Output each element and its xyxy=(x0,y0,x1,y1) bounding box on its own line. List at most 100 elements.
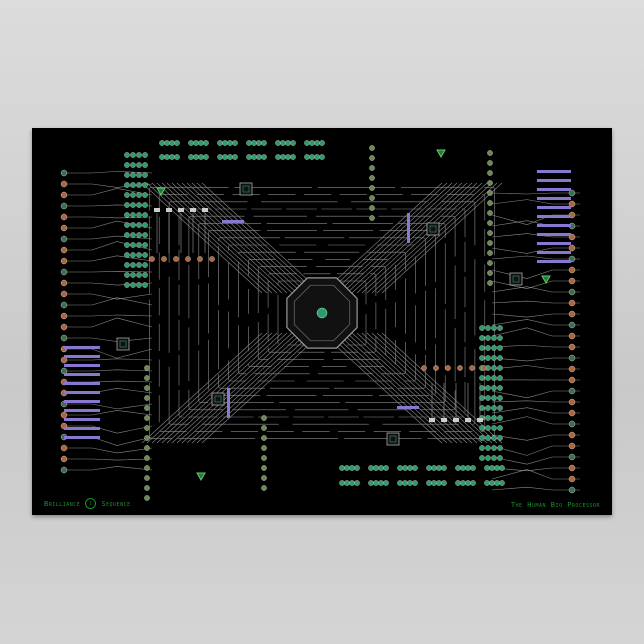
pad xyxy=(568,277,576,285)
capacitor xyxy=(487,220,493,226)
bus-bar xyxy=(537,206,571,209)
resistor xyxy=(494,480,500,486)
pad xyxy=(568,244,576,252)
trace-line xyxy=(176,332,298,444)
resistor xyxy=(314,154,320,160)
trace-loop xyxy=(218,237,426,389)
resistor xyxy=(280,154,286,160)
resistor xyxy=(479,405,485,411)
trace-loop xyxy=(228,244,416,382)
resistor xyxy=(136,242,142,248)
edge-trace xyxy=(64,380,153,383)
circuit-board-artwork xyxy=(60,140,580,501)
edge-trace xyxy=(491,300,580,304)
pad xyxy=(60,301,68,309)
edge-trace xyxy=(491,400,580,403)
resistor xyxy=(407,480,413,486)
resistor xyxy=(479,435,485,441)
ic-chip xyxy=(509,272,523,286)
resistor xyxy=(290,154,296,160)
resistor xyxy=(491,335,497,341)
resistor xyxy=(136,232,142,238)
edge-trace xyxy=(491,467,580,472)
resistor xyxy=(232,154,238,160)
trace-loop xyxy=(248,259,396,367)
pad xyxy=(60,213,68,221)
bus-bar xyxy=(64,355,100,358)
pad xyxy=(568,288,576,296)
trace-loop xyxy=(188,215,456,411)
resistor xyxy=(124,212,130,218)
resistor xyxy=(130,212,136,218)
pad xyxy=(60,466,68,474)
resistor xyxy=(497,355,503,361)
trace-line xyxy=(156,332,278,444)
trace-line xyxy=(146,332,268,444)
edge-trace xyxy=(491,407,580,414)
resistor xyxy=(136,202,142,208)
edge-trace xyxy=(64,297,153,306)
resistor xyxy=(309,154,315,160)
diode xyxy=(469,365,475,371)
resistor xyxy=(344,480,350,486)
capacitor xyxy=(369,175,375,181)
resistor xyxy=(383,465,389,471)
pad xyxy=(60,257,68,265)
resistor xyxy=(485,325,491,331)
resistor xyxy=(142,262,148,268)
caption-right: The Human Bio Processor xyxy=(510,501,600,509)
trace-line xyxy=(366,182,488,294)
central-octagon-inner xyxy=(293,284,351,342)
resistor xyxy=(188,140,194,146)
resistor xyxy=(402,480,408,486)
edge-trace xyxy=(491,357,580,362)
resistor xyxy=(465,465,471,471)
ic-chip-core xyxy=(512,275,520,283)
capacitor xyxy=(487,170,493,176)
trace-line xyxy=(196,182,318,294)
resistor xyxy=(142,182,148,188)
resistor xyxy=(136,252,142,258)
resistor xyxy=(441,480,447,486)
capacitor xyxy=(487,210,493,216)
edge-trace xyxy=(64,188,153,196)
resistor xyxy=(222,140,228,146)
resistor xyxy=(339,465,345,471)
resistor xyxy=(285,140,291,146)
triangle-marker xyxy=(196,472,206,482)
trace-line xyxy=(181,182,303,294)
resistor xyxy=(436,480,442,486)
edge-trace xyxy=(491,327,580,337)
capacitor xyxy=(369,215,375,221)
trace-line xyxy=(141,182,263,294)
resistor xyxy=(497,395,503,401)
resistor xyxy=(497,435,503,441)
trace-line xyxy=(326,182,448,294)
bus-bar xyxy=(537,188,571,191)
capacitor xyxy=(144,495,150,501)
resistor xyxy=(188,154,194,160)
edge-trace xyxy=(491,344,580,348)
resistor xyxy=(479,395,485,401)
bus-bar xyxy=(64,400,100,403)
capacitor xyxy=(261,475,267,481)
pad xyxy=(568,486,576,494)
bus-bar xyxy=(537,179,571,182)
capacitor xyxy=(487,270,493,276)
trace-line xyxy=(156,182,278,294)
pad xyxy=(60,224,68,232)
resistor xyxy=(491,345,497,351)
resistor-block xyxy=(202,208,208,212)
triangle-marker xyxy=(541,275,551,285)
resistor xyxy=(491,385,497,391)
trace-line xyxy=(341,332,463,444)
resistor xyxy=(227,140,233,146)
resistor xyxy=(256,154,262,160)
capacitor xyxy=(487,250,493,256)
pad xyxy=(568,431,576,439)
resistor xyxy=(217,154,223,160)
pad xyxy=(568,189,576,197)
pad xyxy=(60,191,68,199)
resistor xyxy=(491,455,497,461)
diode xyxy=(481,365,487,371)
